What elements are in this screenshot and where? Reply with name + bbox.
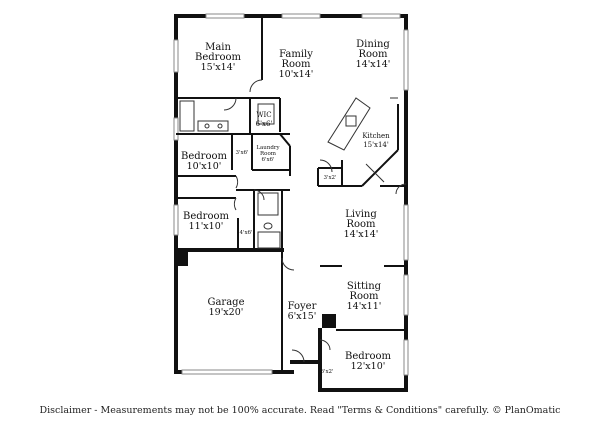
bedroom-2-name: Bedroom <box>181 151 227 162</box>
garage-column <box>176 250 188 266</box>
closet-bed4-dim: 6'x2' <box>320 369 333 375</box>
bedroom-4-name: Bedroom <box>345 351 391 362</box>
closet-bed2-dim: 3'x6' <box>235 150 248 156</box>
doors <box>223 79 407 363</box>
bedroom-4-dim: 12'x10' <box>351 361 386 372</box>
sitting-room-name-1: Sitting <box>347 281 382 292</box>
family-room-name-1: Family <box>279 49 313 60</box>
laundry-room-name-1: Laundry <box>256 145 280 151</box>
garage-name: Garage <box>207 297 244 308</box>
disclaimer-text: Disclaimer - Measurements may not be 100… <box>40 405 561 416</box>
laundry-room-name-2: Room <box>260 151 277 157</box>
garage-dim: 19'x20' <box>209 307 244 318</box>
living-room-name-1: Living <box>345 209 377 220</box>
living-room-dim: 14'x14' <box>344 229 379 240</box>
kitchen-name: Kitchen <box>362 132 390 140</box>
main-bedroom-dim: 15'x14' <box>201 62 236 73</box>
foyer-column <box>322 314 336 328</box>
bedroom-3-dim: 11'x10' <box>189 221 224 232</box>
windows <box>173 13 409 376</box>
bedroom-2-dim: 10'x10' <box>187 161 222 172</box>
kitchen-island <box>327 97 398 183</box>
main-bedroom-name-2: Bedroom <box>195 52 241 63</box>
laundry-room-dim: 6'x6' <box>261 157 274 163</box>
foyer-dim: 6'x15' <box>288 311 317 322</box>
family-room-name-2: Room <box>281 59 311 70</box>
dining-room-dim: 14'x14' <box>356 59 391 70</box>
closet-bed3-dim: 4'x6' <box>239 230 252 236</box>
wic-dim: 6'x6' <box>256 120 273 128</box>
sitting-room-dim: 14'x11' <box>347 301 382 312</box>
living-room-name-2: Room <box>346 219 376 230</box>
main-bedroom-name-1: Main <box>205 42 231 53</box>
dining-room-name-2: Room <box>358 49 388 60</box>
sitting-room-name-2: Room <box>349 291 379 302</box>
interior-walls <box>174 16 406 372</box>
dining-room-name-1: Dining <box>356 39 390 50</box>
foyer-name: Foyer <box>288 301 317 312</box>
bedroom-3-name: Bedroom <box>183 211 229 222</box>
family-room-dim: 10'x14' <box>279 69 314 80</box>
wic-name: WIC <box>256 111 271 119</box>
room-labels: Main Bedroom 15'x14' Family Room 10'x14'… <box>181 39 391 375</box>
kitchen-dim: 15'x14' <box>363 141 389 149</box>
pantry-dim: 3'x2' <box>323 175 336 181</box>
bath-fixtures <box>179 100 281 249</box>
